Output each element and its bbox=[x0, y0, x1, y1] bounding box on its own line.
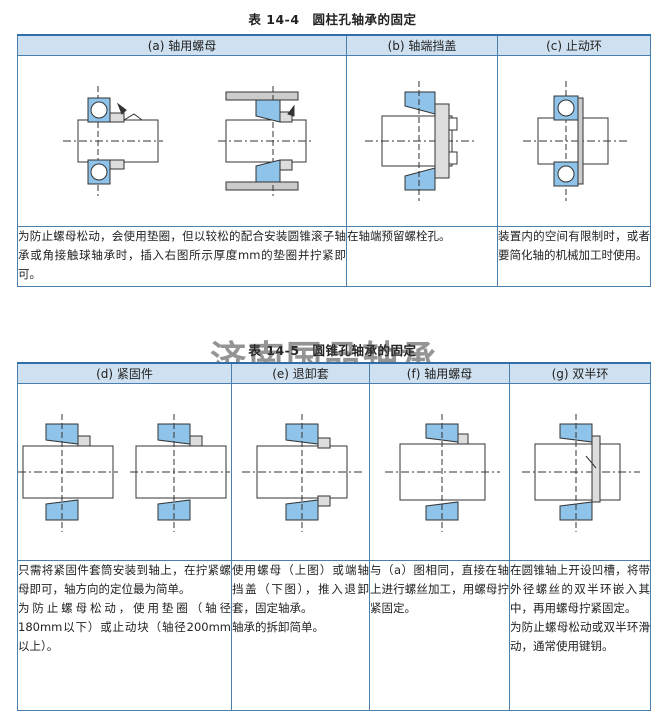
figure-shaft-nut-tapered bbox=[370, 384, 509, 560]
figure-adapter-sleeve bbox=[18, 384, 231, 560]
table2-header-g: (g) 双半环 bbox=[509, 362, 651, 384]
table1: (a) 轴用螺母 (b) 轴端挡盖 (c) 止动环 bbox=[17, 34, 651, 287]
table1-desc-c: 装置内的空间有限制时，或者要简化轴的机械加工时使用。 bbox=[497, 226, 651, 287]
figure-withdrawal-sleeve bbox=[232, 384, 369, 560]
table1-title: 表 14-4 圆柱孔轴承的固定 bbox=[248, 12, 417, 27]
table2: (d) 紧固件 (e) 退卸套 (f) 轴用螺母 (g) 双半环 bbox=[17, 362, 651, 711]
figure-snap-ring bbox=[498, 56, 650, 226]
table2-header-f: (f) 轴用螺母 bbox=[369, 362, 510, 384]
table1-header-b: (b) 轴端挡盖 bbox=[346, 34, 498, 56]
table1-desc-a: 为防止螺母松动，会使用垫圈，但以较松的配合安装圆锥滚子轴承或角接触球轴承时，插入… bbox=[17, 226, 347, 287]
table2-desc-g: 在圆锥轴上开设凹槽，将带外径螺丝的双半环嵌入其中，再用螺母拧紧固定。 为防止螺母… bbox=[509, 560, 651, 711]
table2-header-e: (e) 退卸套 bbox=[231, 362, 370, 384]
table2-header-d: (d) 紧固件 bbox=[17, 362, 232, 384]
table2-desc-f: 与（a）图相同，直接在轴上进行螺丝加工，用螺母拧紧固定。 bbox=[369, 560, 510, 711]
figure-end-cap bbox=[347, 56, 497, 226]
figure-split-ring bbox=[510, 384, 650, 560]
table1-header-c: (c) 止动环 bbox=[497, 34, 651, 56]
table2-title: 表 14-5 圆锥孔轴承的固定 bbox=[248, 343, 417, 358]
table1-desc-b: 在轴端预留螺栓孔。 bbox=[346, 226, 498, 287]
table1-header-a: (a) 轴用螺母 bbox=[17, 34, 347, 56]
figure-shaft-nut bbox=[18, 56, 346, 226]
table2-desc-d: 只需将紧固件套筒安装到轴上，在拧紧螺母即可，轴方向的定位最为简单。 为防止螺母松… bbox=[17, 560, 232, 711]
table2-desc-e: 使用螺母（上图）或端轴挡盖（下图），推入退卸套，固定轴承。 轴承的拆卸简单。 bbox=[231, 560, 370, 711]
